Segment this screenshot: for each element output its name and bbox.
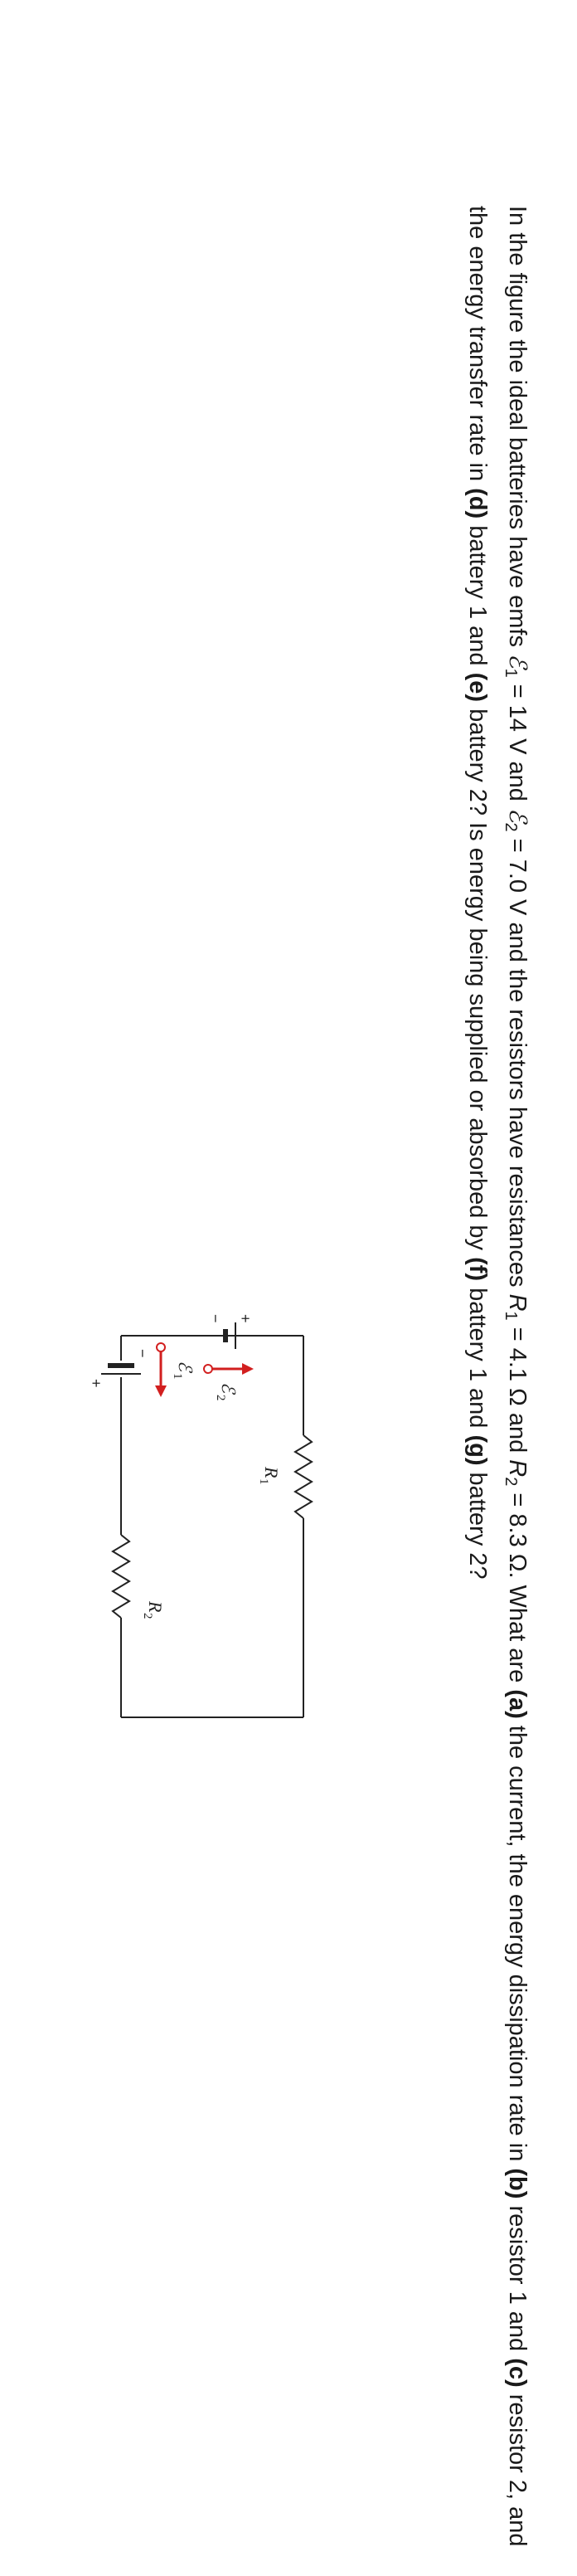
r2-label-sub: 2 [141,1613,154,1619]
r1-symbol: R [504,1293,531,1312]
emf2-arrow-tail [203,1364,213,1374]
text-segment: battery 1 and [464,1281,491,1435]
emf2-label: ℰ [218,1382,239,1395]
emf2-arrow-head [242,1363,254,1375]
text-segment: resistor 1 and [504,2199,531,2359]
part-c-label: (c) [504,2358,531,2388]
part-g-label: (g) [464,1434,491,1466]
part-a-label: (a) [504,1689,531,1719]
text-segment: = 7.0 V and the resistors have resistanc… [504,831,531,1294]
battery2-plus-sign: + [237,1314,254,1323]
emf1-label: ℰ [175,1361,196,1374]
r1-label-sub: 1 [257,1478,270,1485]
text-segment: In the figure the ideal batteries have e… [504,206,531,655]
battery1-minus-sign: − [134,1349,151,1358]
r1-subscript: 1 [502,1311,520,1321]
emf1-arrow-tail [156,1342,166,1352]
emf1-symbol: ℰ [504,654,531,669]
text-segment: = 8.3 Ω. What are [504,1486,531,1690]
part-b-label: (b) [504,2168,531,2199]
battery1-plus-sign: + [88,1379,104,1388]
emf1-arrow-head [155,1385,167,1397]
emf2-subscript: 2 [502,822,520,832]
emf2-symbol: ℰ [504,807,531,823]
circuit-svg: R 1 R 2 + − ℰ 2 [88,1314,313,1718]
resistor-r2 [111,1534,131,1619]
circuit-diagram: R 1 R 2 + − ℰ 2 [88,1311,337,1742]
emf1-label-sub: 1 [171,1373,184,1380]
battery2-minus-sign: − [207,1314,224,1323]
text-segment: battery 2? Is energy being supplied or a… [464,702,491,1258]
emf1-subscript: 1 [502,668,520,678]
problem-statement: In the figure the ideal batteries have e… [461,206,534,2554]
text-segment: battery 2? [464,1465,491,1580]
part-e-label: (e) [464,672,491,703]
part-d-label: (d) [464,488,491,519]
text-segment: the current, the energy dissipation rate… [504,1718,531,2169]
emf2-label-sub: 2 [214,1395,227,1401]
r2-subscript: 2 [502,1477,520,1487]
r2-label: R [145,1600,166,1613]
r1-label: R [261,1466,282,1478]
part-f-label: (f) [464,1257,491,1282]
text-segment: = 4.1 Ω and [504,1320,531,1460]
r2-symbol: R [504,1459,531,1478]
text-segment: battery 1 and [464,519,491,673]
text-segment: = 14 V and [504,677,531,808]
resistor-r1 [293,1434,313,1519]
